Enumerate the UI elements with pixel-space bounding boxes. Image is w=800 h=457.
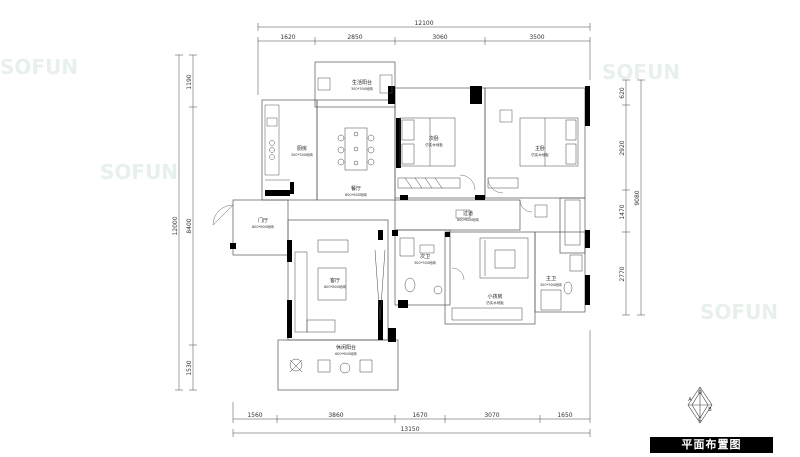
dim-right-total: 9080	[634, 190, 641, 205]
room-sub-kitchen: 300*300地砖	[291, 152, 314, 157]
room-label-leisure-balcony: 休闲阳台	[336, 344, 356, 351]
dim-top-seg-3: 3060	[432, 34, 447, 41]
door-swings	[212, 174, 533, 281]
dim-bottom-total: 13150	[400, 426, 419, 433]
dim-right-seg-1: 620	[619, 87, 626, 99]
wall-outlines	[232, 61, 586, 391]
bath-fixtures	[399, 237, 583, 311]
dim-bottom-seg-3: 1670	[412, 412, 427, 419]
dim-bottom-seg-5: 1650	[557, 412, 572, 419]
watermark-mid-right: SOFUN	[700, 300, 779, 324]
room-sub-master-bath: 300*300地砖	[540, 282, 563, 287]
room-sub-master-bedroom: 仿实木地板	[531, 152, 549, 157]
dim-top-total: 12100	[414, 20, 433, 27]
watermark-mid-left: SOFUN	[100, 160, 179, 184]
dim-right-seg-4: 2770	[619, 266, 626, 281]
left-dimension-chain	[175, 54, 197, 391]
room-label-living: 客厅	[330, 277, 340, 284]
kitchen-counter	[264, 104, 290, 181]
marker-letter-d: D	[698, 390, 702, 396]
dim-right-seg-3: 1470	[619, 204, 626, 219]
wardrobes	[397, 177, 581, 246]
dim-left-seg-2: 8400	[186, 218, 193, 233]
bed-2	[399, 117, 456, 167]
marker-letter-c: C	[698, 417, 702, 423]
room-sub-corridor: 800*800地砖	[457, 217, 480, 222]
watermark-top-left: SOFUN	[0, 55, 79, 79]
bed-master	[519, 117, 579, 167]
misc-boxes	[317, 74, 548, 254]
dim-left-seg-1: 1190	[186, 74, 193, 89]
drawing-title: 平面布置图	[650, 437, 773, 453]
room-label-master-bath: 主卫	[546, 275, 556, 282]
marker-letter-b: B	[708, 407, 712, 413]
right-dimension-chain	[622, 79, 645, 316]
bottom-dimension-chain	[232, 330, 591, 437]
room-label-entry: 门厅	[258, 217, 268, 224]
room-label-kids-room: 小孩房	[487, 293, 502, 300]
dim-left-total: 12000	[172, 216, 179, 235]
dining-table	[337, 127, 375, 171]
balcony-chairs	[289, 358, 373, 374]
living-sofa	[294, 239, 386, 333]
section-index-marker	[687, 386, 713, 424]
room-label-master-bedroom: 主卧	[535, 145, 545, 152]
room-sub-service-balcony: 300*300地砖	[351, 86, 374, 91]
room-sub-dining: 800*800地砖	[345, 192, 368, 197]
room-sub-living: 800*800地砖	[324, 284, 347, 289]
room-sub-bath-2: 300*300地砖	[414, 260, 437, 265]
room-label-dining: 餐厅	[351, 185, 361, 192]
room-label-corridor: 过道	[463, 210, 473, 217]
room-sub-bedroom-2: 仿实木地板	[425, 142, 443, 147]
dim-top-seg-4: 3500	[529, 34, 544, 41]
dim-right-seg-2: 2920	[619, 140, 626, 155]
kids-bed	[451, 237, 529, 321]
room-label-bath-2: 次卫	[420, 253, 430, 260]
dim-bottom-seg-4: 3070	[484, 412, 499, 419]
dim-bottom-seg-1: 1560	[247, 412, 262, 419]
room-sub-entry: 800*800地砖	[252, 224, 275, 229]
dim-left-seg-3: 1530	[186, 360, 193, 375]
room-sub-kids-room: 仿实木地板	[486, 300, 504, 305]
dim-top-seg-2: 2850	[347, 34, 362, 41]
room-sub-leisure-balcony: 600*600地砖	[335, 351, 358, 356]
room-label-service-balcony: 生活阳台	[352, 79, 372, 86]
room-label-kitchen: 厨房	[297, 145, 307, 152]
watermark-top-right: SOFUN	[602, 60, 681, 84]
marker-letter-a: A	[688, 397, 692, 403]
room-label-bedroom-2: 次卧	[429, 135, 439, 142]
dim-top-seg-1: 1620	[280, 34, 295, 41]
dim-bottom-seg-2: 3860	[328, 412, 343, 419]
structural-walls	[230, 86, 590, 342]
top-dimension-chain	[257, 23, 591, 95]
